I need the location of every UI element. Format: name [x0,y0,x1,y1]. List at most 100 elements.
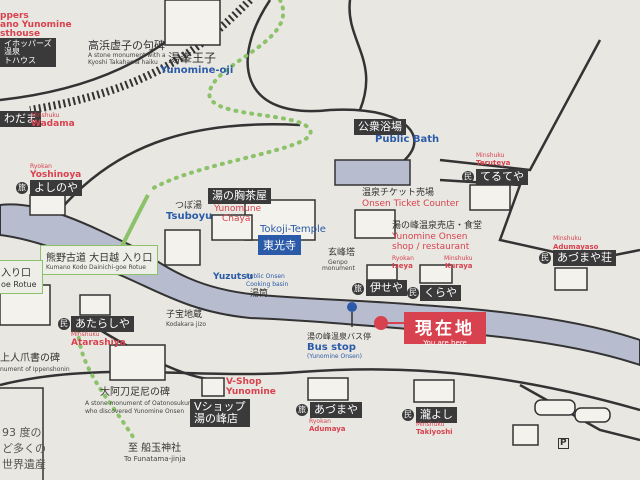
wadama-jp: わだま [0,111,41,128]
vshop-jp-box: Vショップ 湯の峰店 [190,399,250,428]
yuzutsu-en: Yuzutsu [213,272,253,282]
trail-south [76,328,137,442]
kumano-en: Kumano Kodo Dainichi-goe Rotue [46,264,146,271]
hopper-en-1: ppers [0,11,29,21]
kumano-left-sign: 入り口 oe Rotue [0,260,43,294]
bath-pool [334,159,411,186]
takiyoshi-jp: 瀧よし [416,407,457,424]
minshuku-badge: 民 [58,318,70,330]
hopper-jp-box: イホッパーズ 温泉 トハウス [0,38,56,68]
kyoshi-jp: 高浜虚子の句碑 [88,39,165,52]
tsuboyu-en: Tsuboyu [166,211,213,222]
toilet-building [512,424,539,446]
vshop-en-2: Yunomine [226,387,276,397]
ippen-jp: 上人爪書の碑 [0,353,60,364]
funatama-jp: 至 船玉神社 [128,443,182,454]
adumayaso-type: Minshuku [553,235,582,242]
trail-arrow [118,194,150,251]
hopper-en-3: sthouse [0,29,41,39]
wadama-type: Minshuku [31,112,60,119]
teruteya-jp: てるてや [476,169,528,186]
kumano-jp: 熊野古道 大日越 入り口 [46,253,153,264]
car [534,399,576,416]
bath-en: Public Bath [375,134,440,145]
ippen-en: nument of Ippenshonin [0,366,70,373]
building-tsuboyu [164,229,201,266]
genpo-en-2: monument [322,265,355,272]
adumaya-jp: あづまや [310,402,362,419]
info-line-1: 93 度の [2,426,42,439]
wadama-en: Wadama [31,119,75,129]
building-vshop [201,377,225,397]
info-line-3: 世界遺産 [2,458,46,471]
vshop-jp-2: 湯の峰店 [194,412,238,426]
building-chaya [211,214,253,241]
vshop-jp-1: Vショップ [194,400,246,413]
road-upper [59,123,301,211]
yuzutsu-desc-2: Cooking basin [246,281,289,288]
building-atarashiya [79,294,111,316]
tokoji-en: Tokoji-Temple [260,224,326,235]
teruteya-type: Minshuku [476,152,505,159]
kuraya-jp: くらや [420,285,461,302]
yuzutsu-desc-1: Public Onsen [246,273,285,280]
kyoshi-en-2: Kyoshi Takahama haiku [88,59,158,66]
ticket-en: Onsen Ticket Counter [362,199,460,209]
chaya-jp: 湯の胸茶屋 [208,188,271,205]
here-jp: 現在地 [415,319,475,339]
oji-jp: 湯峯王子 [168,51,217,65]
atarashiya-type: Minshuku [71,331,100,338]
takiyoshi-type: Minshuku [416,421,445,428]
chaya-en-2: Chaya [222,214,251,224]
building-adumaya [307,377,349,401]
stone-steps [29,0,253,114]
hopper-jp-3: トハウス [4,55,36,65]
building-adumayaso [554,267,588,291]
info-line-2: ど多くの [2,442,46,455]
oatono-jp: 大阿刀足尼の碑 [100,387,170,398]
building-teruteya [469,184,511,211]
shop-jp: 湯の峰温泉売店・食堂 [392,221,483,231]
road-east [439,39,602,172]
hopper-jp-1: イホッパーズ [4,39,52,48]
info-box-frame [0,387,44,480]
parking-icon: P [558,438,569,449]
kyoshi-en-1: A stone monument with a [88,52,166,59]
kuraya-en: Kuraya [445,262,473,270]
monument-oatono [109,344,166,381]
hopper-jp-2: 温泉 [4,47,20,57]
chaya-en-1: Yunomune [214,204,262,214]
kuraya-type: Minshuku [444,255,473,262]
bus-stop-icon [347,302,357,312]
yoshinoya-type: Ryokan [30,163,52,170]
car [574,407,611,423]
yuzutsu-jp: 湯筒 [250,289,269,299]
busstop-en: Bus stop [307,342,356,353]
here-marker [374,316,388,330]
ryokan-badge: 旅 [296,404,308,416]
building-takiyoshi [413,379,455,403]
iseya-jp: 伊せや [366,280,407,297]
ryokan-badge: 旅 [16,182,28,194]
bath-jp: 公衆浴場 [354,119,406,136]
building-kuraya [419,264,453,284]
hopper-en-2: ano Yunomine [0,20,72,30]
vshop-en-1: V-Shop [226,377,262,387]
tokoji-jp: 東光寺 [258,235,301,255]
oji-en: Yunomine-oji [160,65,234,76]
yoshinoya-en: Yoshinoya [30,170,82,180]
minshuku-badge: 民 [462,171,474,183]
adumayaso-en: Adumayaso [553,243,599,251]
kumano-left-jp: 入り口 [1,268,31,279]
shop-en-1: Yunomine Onsen [392,232,468,242]
kodakara-jp: 子宝地蔵 [166,310,203,320]
adumaya-type: Ryokan [309,418,331,425]
iseya-en: Iseya [392,262,413,270]
atarashiya-jp: あたらしや [71,316,134,333]
here-en: You are here [423,339,467,347]
genpo-jp: 玄峰塔 [328,248,356,258]
atarashiya-en: Atarashiya [71,338,126,348]
you-are-here-sign: 現在地 You are here [404,312,486,347]
kumano-left-en: oe Rotue [1,280,37,289]
ryokan-badge: 旅 [352,283,364,295]
